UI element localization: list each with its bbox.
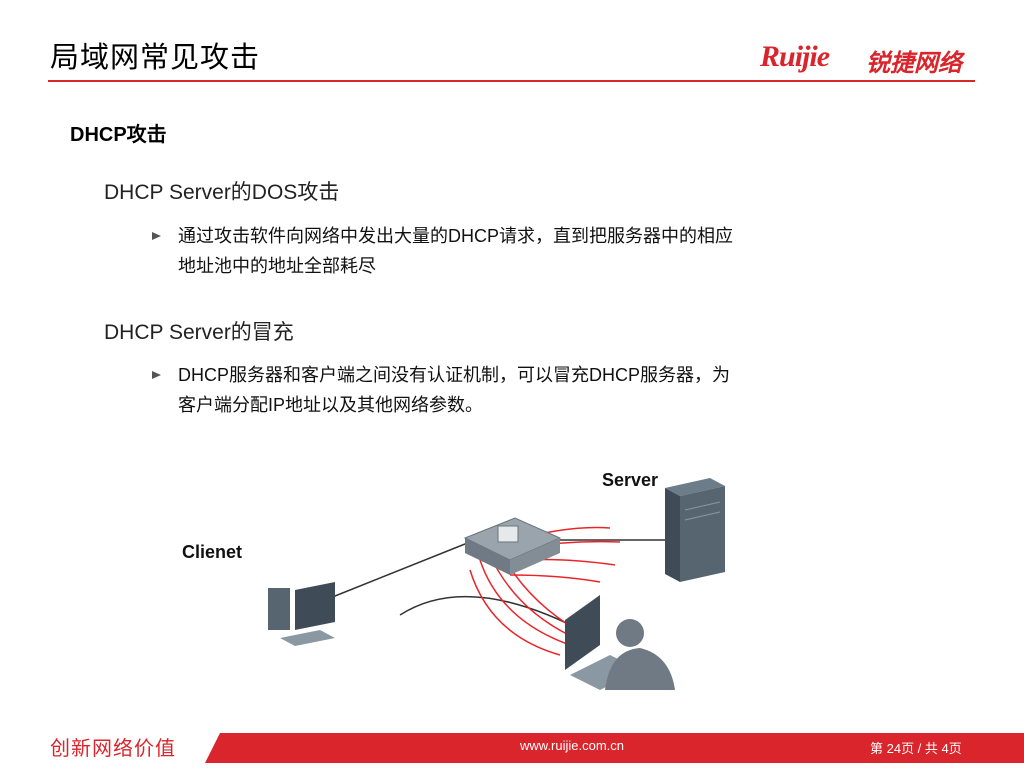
bullet-dos-line-2: 地址池中的地址全部耗尽: [178, 256, 376, 276]
footer-page-number: 第 24页 / 共 4页: [870, 741, 962, 756]
header-divider: [48, 80, 975, 82]
bullet-spoof-line-1: DHCP服务器和客户端之间没有认证机制，可以冒充DHCP服务器，为: [178, 365, 731, 385]
ruijie-logo: Ruijie 锐捷网络: [760, 40, 975, 77]
bullet-dos-line-1: 通过攻击软件向网络中发出大量的DHCP请求，直到把服务器中的相应: [178, 226, 733, 246]
network-diagram-svg: [268, 478, 725, 690]
attack-line: [469, 569, 561, 656]
section-heading-spoof: DHCP Server的冒充: [104, 321, 294, 344]
footer-url: www.ruijie.com.cn: [520, 738, 625, 753]
logo-cn-text: 锐捷网络: [866, 50, 962, 77]
footer-bar: [205, 733, 1024, 763]
bullet-arrow-icon: [152, 371, 161, 379]
attack-line: [479, 559, 571, 646]
bullet-spoof-line-2: 客户端分配IP地址以及其他网络参数。: [178, 395, 484, 415]
page-title: 局域网常见攻击: [50, 42, 261, 74]
server-icon: [665, 478, 725, 582]
attack-line: [509, 574, 601, 583]
footer-slogan: 创新网络价值: [50, 738, 176, 760]
section-heading-dos: DHCP Server的DOS攻击: [104, 181, 340, 204]
logo-text: Ruijie: [760, 40, 830, 73]
client-pc-icon: [268, 582, 335, 646]
attacker-pc-icon: [565, 595, 675, 690]
client-switch-link: [329, 541, 471, 599]
slide-subtitle: DHCP攻击: [70, 124, 167, 146]
switch-icon: [463, 517, 562, 575]
dhcp-attack-diagram: Server Clienet: [170, 460, 730, 710]
client-label: Clienet: [182, 542, 243, 562]
server-label: Server: [602, 470, 659, 490]
bullet-arrow-icon: [152, 232, 161, 240]
